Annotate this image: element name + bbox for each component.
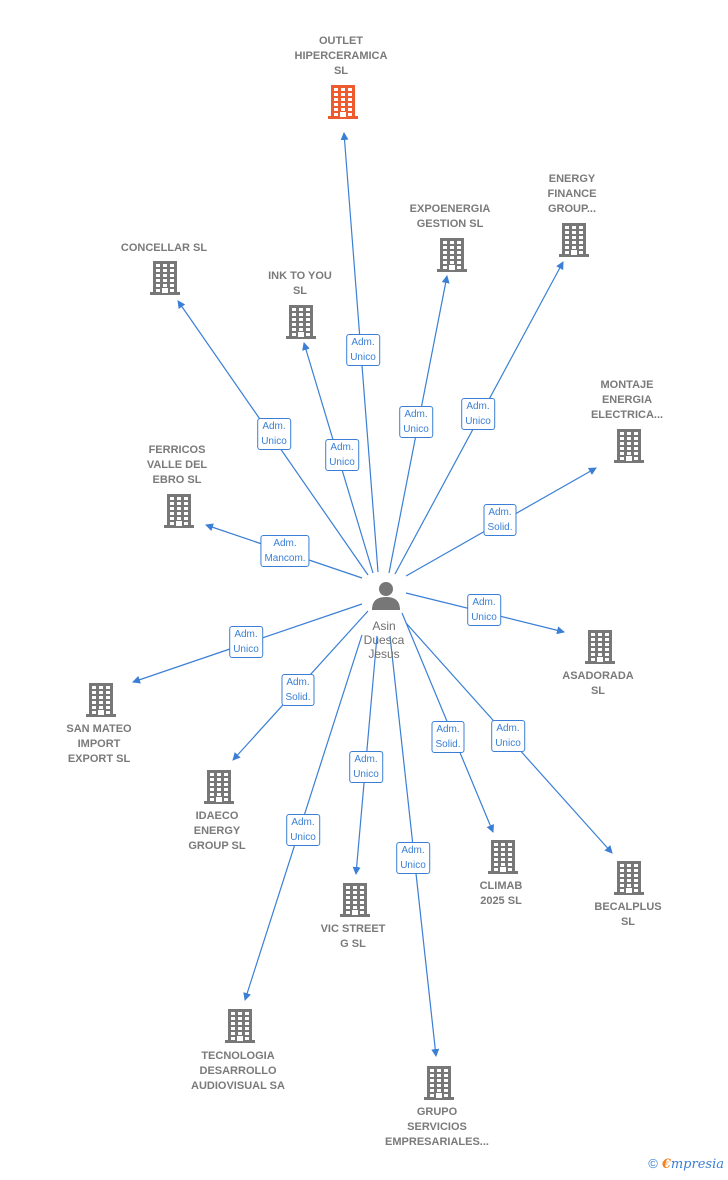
node-montaje[interactable] — [614, 429, 644, 468]
role-badge-concellar: Adm. Unico — [257, 418, 291, 450]
node-ferricos[interactable] — [164, 494, 194, 533]
building-icon — [585, 630, 615, 664]
building-icon — [164, 494, 194, 528]
building-icon — [424, 1066, 454, 1100]
node-label-energyfinance[interactable]: ENERGY FINANCE GROUP... — [547, 173, 597, 215]
node-energyfinance[interactable] — [559, 223, 589, 262]
center-person-label[interactable]: Asin Duesca Jesus — [363, 619, 405, 661]
building-icon — [614, 861, 644, 895]
node-asadorada[interactable] — [585, 630, 615, 669]
node-label-climab[interactable]: CLIMAB 2025 SL — [479, 880, 523, 907]
role-badge-energyfinance: Adm. Unico — [461, 398, 495, 430]
brand-e: € — [661, 1157, 671, 1172]
node-label-asadorada[interactable]: ASADORADA SL — [562, 670, 634, 697]
node-label-sanmateo[interactable]: SAN MATEO IMPORT EXPORT SL — [66, 723, 132, 765]
node-tecnologia[interactable] — [225, 1009, 255, 1048]
role-badge-tecnologia: Adm. Unico — [286, 814, 320, 846]
building-icon — [286, 305, 316, 339]
footer-brand[interactable]: ©€mpresia — [648, 1156, 724, 1172]
person-icon — [372, 582, 400, 610]
role-badge-montaje: Adm. Solid. — [483, 504, 517, 536]
role-badge-climab: Adm. Solid. — [431, 721, 465, 753]
node-label-tecnologia[interactable]: TECNOLOGIA DESARROLLO AUDIOVISUAL SA — [191, 1050, 285, 1092]
building-icon — [559, 223, 589, 257]
building-icon — [488, 840, 518, 874]
building-icon — [150, 261, 180, 295]
node-grupo[interactable] — [424, 1066, 454, 1105]
node-climab[interactable] — [488, 840, 518, 879]
node-label-becalplus[interactable]: BECALPLUS SL — [594, 901, 662, 928]
node-label-outlet[interactable]: OUTLET HIPERCERAMICA SL — [294, 35, 388, 77]
node-label-grupo[interactable]: GRUPO SERVICIOS EMPRESARIALES... — [385, 1106, 489, 1148]
node-inktoyou[interactable] — [286, 305, 316, 344]
node-label-idaeco[interactable]: IDAECO ENERGY GROUP SL — [188, 810, 246, 852]
node-label-montaje[interactable]: MONTAJE ENERGIA ELECTRICA... — [590, 379, 664, 421]
role-badge-idaeco: Adm. Solid. — [281, 674, 315, 706]
copyright-icon: © — [648, 1156, 658, 1171]
role-badge-asadorada: Adm. Unico — [467, 594, 501, 626]
node-outlet[interactable] — [328, 85, 358, 124]
role-badge-outlet: Adm. Unico — [346, 334, 380, 366]
center-person[interactable] — [371, 581, 401, 616]
role-badge-expoenergia: Adm. Unico — [399, 406, 433, 438]
node-expoenergia[interactable] — [437, 238, 467, 277]
role-badge-sanmateo: Adm. Unico — [229, 626, 263, 658]
node-label-vicstreet[interactable]: VIC STREET G SL — [320, 923, 386, 950]
building-icon — [204, 770, 234, 804]
role-badge-grupo: Adm. Unico — [396, 842, 430, 874]
brand-name: mpresia — [670, 1157, 724, 1172]
building-icon — [614, 429, 644, 463]
node-label-concellar[interactable]: CONCELLAR SL — [120, 242, 208, 254]
role-badge-becalplus: Adm. Unico — [491, 720, 525, 752]
node-label-expoenergia[interactable]: EXPOENERGIA GESTION SL — [409, 203, 491, 230]
building-icon — [340, 883, 370, 917]
role-badge-vicstreet: Adm. Unico — [349, 751, 383, 783]
building-icon — [437, 238, 467, 272]
node-becalplus[interactable] — [614, 861, 644, 900]
building-icon — [225, 1009, 255, 1043]
building-icon — [86, 683, 116, 717]
node-idaeco[interactable] — [204, 770, 234, 809]
node-vicstreet[interactable] — [340, 883, 370, 922]
node-label-inktoyou[interactable]: INK TO YOU SL — [268, 270, 332, 297]
node-label-ferricos[interactable]: FERRICOS VALLE DEL EBRO SL — [146, 444, 208, 486]
node-concellar[interactable] — [150, 261, 180, 300]
building-icon — [328, 85, 358, 119]
role-badge-inktoyou: Adm. Unico — [325, 439, 359, 471]
role-badge-ferricos: Adm. Mancom. — [260, 535, 310, 567]
node-sanmateo[interactable] — [86, 683, 116, 722]
